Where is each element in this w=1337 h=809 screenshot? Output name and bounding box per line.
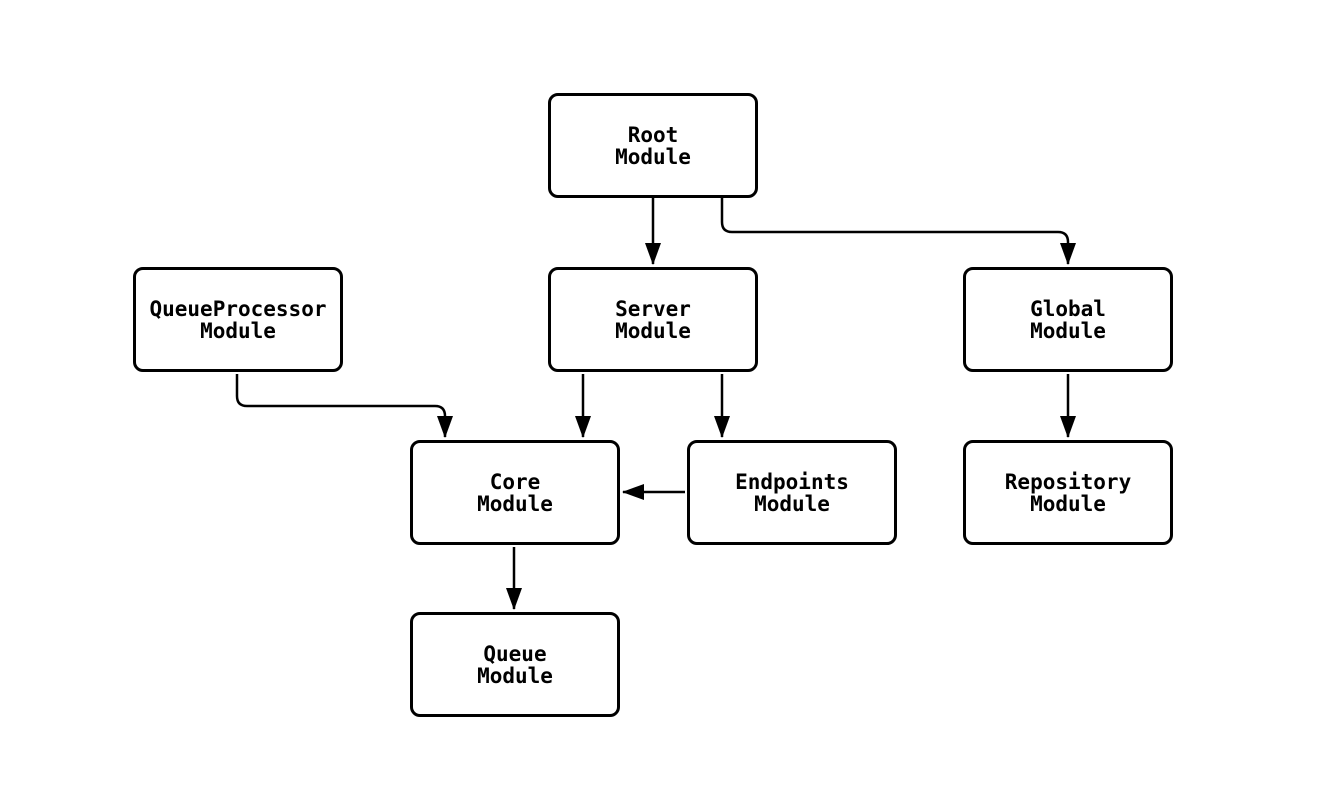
edge-queueprocessor-to-core: [235, 374, 453, 438]
node-endpoints-module-label: Endpoints Module: [735, 469, 849, 516]
node-queue-module: Queue Module: [410, 612, 620, 717]
node-global-module: Global Module: [963, 267, 1173, 372]
node-queue-module-label: Queue Module: [477, 641, 553, 688]
node-core-module: Core Module: [410, 440, 620, 545]
node-server-module: Server Module: [548, 267, 758, 372]
node-repository-module-label: Repository Module: [1004, 469, 1132, 516]
node-root-module-label: Root Module: [615, 122, 691, 169]
node-queueprocessor-module: QueueProcessor Module: [133, 267, 343, 372]
node-repository-module: Repository Module: [963, 440, 1173, 545]
node-global-module-label: Global Module: [1030, 296, 1106, 343]
edge-root-to-global: [720, 198, 1076, 265]
node-queueprocessor-module-label: QueueProcessor Module: [149, 296, 327, 343]
node-endpoints-module: Endpoints Module: [687, 440, 897, 545]
node-server-module-label: Server Module: [615, 296, 691, 343]
node-root-module: Root Module: [548, 93, 758, 198]
node-core-module-label: Core Module: [477, 469, 553, 516]
